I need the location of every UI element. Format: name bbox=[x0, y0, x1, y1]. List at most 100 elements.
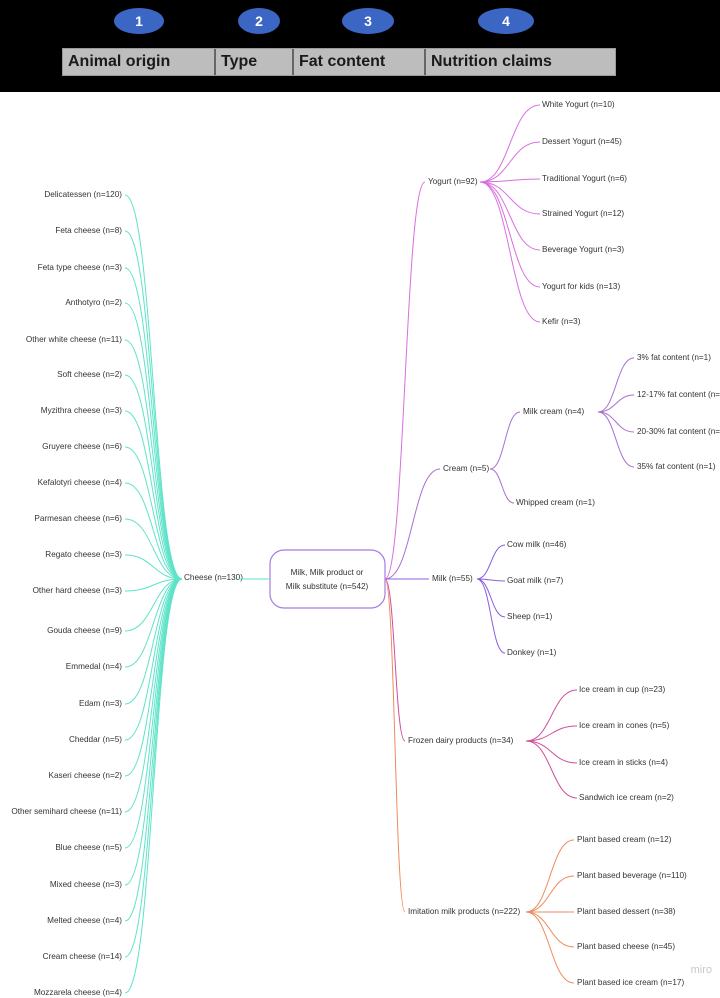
node-emmedal-n-4: Emmedal (n=4) bbox=[66, 662, 122, 671]
edge-cheese-13 bbox=[124, 578, 183, 668]
node-delicatessen-n-120: Delicatessen (n=120) bbox=[44, 190, 122, 199]
edge-cheese-22 bbox=[124, 578, 183, 994]
edge-cheese-9 bbox=[124, 518, 183, 580]
node-cheese-n-130: Cheese (n=130) bbox=[184, 573, 243, 582]
node-white-yogurt-n-10: White Yogurt (n=10) bbox=[542, 100, 615, 109]
node-edam-n-3: Edam (n=3) bbox=[79, 699, 122, 708]
node-other-white-cheese-n-11: Other white cheese (n=11) bbox=[26, 335, 122, 344]
edge-imitation-4 bbox=[525, 911, 575, 984]
node-frozen-dairy-products-n-34: Frozen dairy products (n=34) bbox=[408, 736, 514, 745]
edge-cheese-5 bbox=[124, 374, 183, 580]
node-3-fat-content-n-1: 3% fat content (n=1) bbox=[637, 353, 711, 362]
column-fat-content: Fat content bbox=[294, 49, 426, 75]
node-beverage-yogurt-n-3: Beverage Yogurt (n=3) bbox=[542, 245, 624, 254]
root-node-box bbox=[269, 549, 386, 609]
node-35-fat-content-n-1: 35% fat content (n=1) bbox=[637, 462, 716, 471]
step-badge-2: 2 bbox=[238, 8, 280, 34]
node-ice-cream-in-cones-n-5: Ice cream in cones (n=5) bbox=[579, 721, 670, 730]
edge-milk-1 bbox=[476, 578, 506, 582]
edge-root-frozen bbox=[384, 578, 406, 742]
column-header-bar: Animal origin Type Fat content Nutrition… bbox=[62, 48, 616, 76]
edge-cheese-17 bbox=[124, 578, 183, 813]
edge-milkcream-1 bbox=[597, 394, 635, 413]
edge-cheese-7 bbox=[124, 446, 183, 580]
edge-imitation-3 bbox=[525, 911, 575, 948]
node-other-hard-cheese-n-3: Other hard cheese (n=3) bbox=[33, 586, 123, 595]
edge-cheese-3 bbox=[124, 302, 183, 580]
edge-root-yogurt bbox=[384, 181, 426, 580]
edge-cream-milkcream bbox=[489, 411, 521, 470]
node-yogurt-for-kids-n-13: Yogurt for kids (n=13) bbox=[542, 282, 620, 291]
step-badge-3: 3 bbox=[342, 8, 394, 34]
edge-root-imitation bbox=[384, 578, 406, 913]
step-badge-4: 4 bbox=[478, 8, 534, 34]
edge-yogurt-6 bbox=[479, 181, 541, 323]
node-goat-milk-n-7: Goat milk (n=7) bbox=[507, 576, 563, 585]
node-gouda-cheese-n-9: Gouda cheese (n=9) bbox=[47, 626, 122, 635]
edge-cheese-1 bbox=[124, 230, 183, 580]
node-plant-based-ice-cream-n-17: Plant based ice cream (n=17) bbox=[577, 978, 684, 987]
node-feta-cheese-n-8: Feta cheese (n=8) bbox=[55, 226, 122, 235]
edge-milkcream-3 bbox=[597, 411, 635, 468]
edge-milk-3 bbox=[476, 578, 506, 654]
node-sheep-n-1: Sheep (n=1) bbox=[507, 612, 553, 621]
node-cheddar-n-5: Cheddar (n=5) bbox=[69, 735, 122, 744]
node-melted-cheese-n-4: Melted cheese (n=4) bbox=[47, 916, 122, 925]
node-kefalotyri-cheese-n-4: Kefalotyri cheese (n=4) bbox=[38, 478, 123, 487]
edge-cheese-6 bbox=[124, 410, 183, 580]
node-plant-based-dessert-n-38: Plant based dessert (n=38) bbox=[577, 907, 676, 916]
node-mixed-cheese-n-3: Mixed cheese (n=3) bbox=[50, 880, 122, 889]
edge-yogurt-5 bbox=[479, 181, 541, 288]
edge-milkcream-2 bbox=[597, 411, 635, 433]
edge-imitation-0 bbox=[525, 839, 575, 913]
edge-cheese-14 bbox=[124, 578, 183, 705]
node-whipped-cream-n-1: Whipped cream (n=1) bbox=[516, 498, 595, 507]
node-milk-n-55: Milk (n=55) bbox=[432, 574, 473, 583]
edge-milkcream-0 bbox=[597, 357, 635, 413]
node-cream-cheese-n-14: Cream cheese (n=14) bbox=[43, 952, 123, 961]
node-12-17-fat-content-n-1: 12-17% fat content (n=1) bbox=[637, 390, 720, 399]
edge-yogurt-0 bbox=[479, 104, 541, 183]
edge-cheese-4 bbox=[124, 339, 183, 580]
node-cow-milk-n-46: Cow milk (n=46) bbox=[507, 540, 567, 549]
edge-cream-whipped bbox=[489, 468, 515, 504]
node-milk-cream-n-4: Milk cream (n=4) bbox=[523, 407, 584, 416]
edge-cheese-2 bbox=[124, 267, 183, 580]
node-ice-cream-in-sticks-n-4: Ice cream in sticks (n=4) bbox=[579, 758, 668, 767]
node-sandwich-ice-cream-n-2: Sandwich ice cream (n=2) bbox=[579, 793, 674, 802]
edge-yogurt-2 bbox=[479, 178, 541, 183]
edge-cheese-21 bbox=[124, 578, 183, 958]
node-ice-cream-in-cup-n-23: Ice cream in cup (n=23) bbox=[579, 685, 666, 694]
node-gruyere-cheese-n-6: Gruyere cheese (n=6) bbox=[42, 442, 122, 451]
node-kaseri-cheese-n-2: Kaseri cheese (n=2) bbox=[49, 771, 123, 780]
edge-cheese-12 bbox=[124, 578, 183, 632]
node-kefir-n-3: Kefir (n=3) bbox=[542, 317, 581, 326]
node-yogurt-n-92: Yogurt (n=92) bbox=[428, 177, 478, 186]
edge-yogurt-1 bbox=[479, 141, 541, 183]
edge-yogurt-4 bbox=[479, 181, 541, 251]
node-blue-cheese-n-5: Blue cheese (n=5) bbox=[55, 843, 122, 852]
node-donkey-n-1: Donkey (n=1) bbox=[507, 648, 557, 657]
node-regato-cheese-n-3: Regato cheese (n=3) bbox=[45, 550, 122, 559]
node-plant-based-beverage-n-110: Plant based beverage (n=110) bbox=[577, 871, 687, 880]
node-soft-cheese-n-2: Soft cheese (n=2) bbox=[57, 370, 122, 379]
node-myzithra-cheese-n-3: Myzithra cheese (n=3) bbox=[41, 406, 123, 415]
edge-frozen-0 bbox=[525, 689, 578, 742]
node-other-semihard-cheese-n-11: Other semihard cheese (n=11) bbox=[11, 807, 122, 816]
edge-cheese-8 bbox=[124, 482, 183, 580]
edge-frozen-1 bbox=[525, 725, 578, 742]
edge-cheese-18 bbox=[124, 578, 183, 849]
column-animal-origin: Animal origin bbox=[63, 49, 216, 75]
node-anthotyro-n-2: Anthotyro (n=2) bbox=[65, 298, 122, 307]
node-traditional-yogurt-n-6: Traditional Yogurt (n=6) bbox=[542, 174, 627, 183]
node-parmesan-cheese-n-6: Parmesan cheese (n=6) bbox=[34, 514, 122, 523]
node-plant-based-cream-n-12: Plant based cream (n=12) bbox=[577, 835, 672, 844]
edge-root-cream bbox=[384, 468, 441, 580]
edge-frozen-3 bbox=[525, 740, 578, 799]
node-feta-type-cheese-n-3: Feta type cheese (n=3) bbox=[38, 263, 123, 272]
edge-cheese-16 bbox=[124, 578, 183, 777]
node-imitation-milk-products-n-222: Imitation milk products (n=222) bbox=[408, 907, 520, 916]
edge-cheese-15 bbox=[124, 578, 183, 741]
